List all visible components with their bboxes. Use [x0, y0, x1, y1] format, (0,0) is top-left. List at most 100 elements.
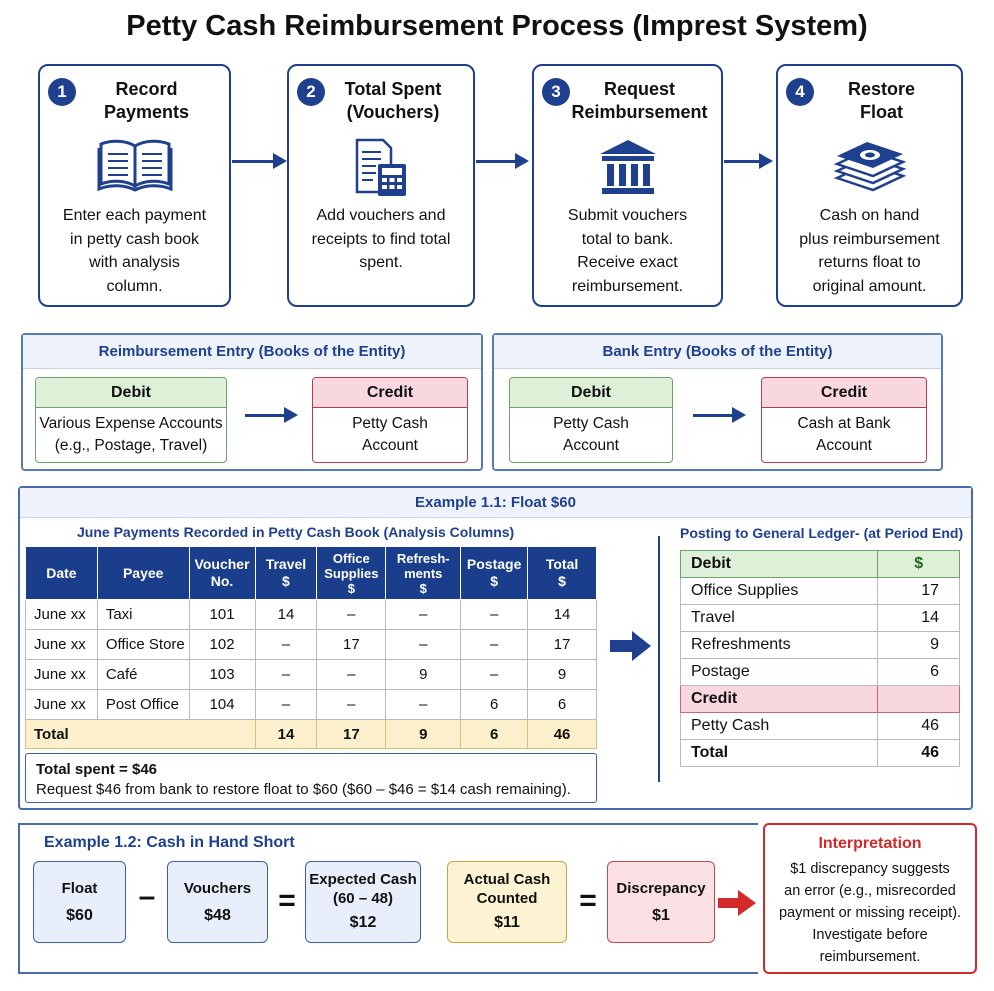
table-row: June xx Office Store 102 – 17 – – 17: [25, 629, 597, 660]
petty-cash-book-table: Date Payee Voucher No. Travel $ Office S…: [25, 546, 597, 749]
refreshments-cell: –: [385, 599, 462, 630]
voucher-cell: 103: [188, 659, 256, 690]
office-supplies-cell: –: [316, 659, 387, 690]
discrepancy-label: Discrepancy: [616, 880, 706, 897]
step-request-reimbursement: 3 Request Reimbursement Submit vouchers …: [532, 64, 723, 307]
column-header: Travel $: [254, 546, 318, 600]
total-label: Total: [25, 719, 256, 749]
total-cell: 17: [527, 629, 597, 660]
refreshments-cell: –: [385, 689, 462, 720]
petty-cash-book-title: June Payments Recorded in Petty Cash Boo…: [77, 524, 515, 540]
ledger-title: Posting to General Ledger- (at Period En…: [680, 525, 964, 541]
currency-label: $: [877, 550, 960, 578]
step-number-badge: 4: [786, 78, 814, 106]
summary-note: Total spent = $46 Request $46 from bank …: [25, 753, 597, 803]
date-cell: June xx: [25, 689, 98, 720]
voucher-cell: 102: [188, 629, 256, 660]
date-cell: June xx: [25, 599, 98, 630]
credit-account: Petty Cash Account: [352, 415, 428, 454]
total-amount: 46: [877, 739, 960, 767]
voucher-cell: 104: [188, 689, 256, 720]
panel-title: Reimbursement Entry (Books of the Entity…: [23, 335, 481, 369]
table-row: June xx Taxi 101 14 – – – 14: [25, 599, 597, 630]
step-record-payments: 1 Record Payments Enter each payment in …: [38, 64, 231, 307]
float-box: Float $60: [33, 861, 126, 943]
credit-account: Cash at Bank Account: [797, 415, 891, 454]
payee-cell: Taxi: [96, 599, 190, 630]
postage-cell: –: [460, 599, 529, 630]
office-supplies-cell: –: [316, 599, 387, 630]
account-name: Travel: [679, 604, 879, 632]
equals-operator: =: [278, 884, 296, 917]
open-book-icon: [40, 138, 229, 197]
payee-cell: Café: [96, 659, 190, 690]
postage-cell: –: [460, 629, 529, 660]
expected-cash-value: $12: [349, 914, 377, 931]
account-name: Postage: [679, 658, 879, 686]
discrepancy-value: $1: [652, 907, 670, 924]
ledger-credit-header: Credit: [679, 685, 960, 713]
float-value: $60: [66, 907, 93, 924]
total-cell: 9: [527, 659, 597, 690]
column-header: Payee: [96, 546, 190, 600]
account-name: Refreshments: [679, 631, 879, 659]
table-row: June xx Café 103 – – 9 – 9: [25, 659, 597, 690]
payee-cell: Post Office: [96, 689, 190, 720]
credit-box: Credit Cash at Bank Account: [761, 377, 927, 463]
voucher-cell: 101: [188, 599, 256, 630]
panel-title: Bank Entry (Books of the Entity): [494, 335, 941, 369]
vouchers-value: $48: [204, 907, 231, 924]
section-divider: [658, 536, 660, 782]
example-title: Example 1.2: Cash in Hand Short: [44, 834, 295, 851]
credit-box: Credit Petty Cash Account: [312, 377, 468, 463]
travel-cell: –: [254, 629, 318, 660]
amount: 17: [877, 577, 960, 605]
ledger-debit-header: Debit $: [679, 550, 960, 578]
request-text: Request $46 from bank to restore float t…: [36, 781, 571, 798]
column-header: Refresh- ments $: [385, 546, 462, 600]
table-total-row: Total 14 17 9 6 46: [25, 719, 597, 749]
discrepancy-box: Discrepancy $1: [607, 861, 715, 943]
arrow-to-interpretation-icon: [718, 888, 758, 923]
float-label: Float: [61, 880, 98, 897]
postage-cell: 6: [460, 689, 529, 720]
column-header: Date: [25, 546, 98, 600]
step-title: Total Spent (Vouchers): [344, 79, 442, 122]
column-header: Postage $: [460, 546, 529, 600]
step-title: Request Reimbursement: [571, 79, 708, 122]
account-name: Petty Cash: [679, 712, 879, 740]
interpretation-box: Interpretation $1 discrepancy suggests a…: [763, 823, 977, 974]
equals-operator: =: [579, 884, 597, 917]
travel-cell: 14: [254, 599, 318, 630]
step-number-badge: 2: [297, 78, 325, 106]
step-title: Record Payments: [103, 79, 190, 122]
date-cell: June xx: [25, 629, 98, 660]
bank-icon: [534, 138, 721, 201]
entry-arrow: [245, 407, 298, 423]
date-cell: June xx: [25, 659, 98, 690]
step-restore-float: 4 Restore Float Cash on hand plus reimbu…: [776, 64, 963, 307]
account-name: Office Supplies: [679, 577, 879, 605]
debit-box: Debit Various Expense Accounts (e.g., Po…: [35, 377, 227, 463]
debit-label: Debit: [510, 378, 672, 408]
debit-account: Petty Cash Account: [553, 415, 629, 454]
travel-cell: –: [254, 689, 318, 720]
arrow-to-ledger-icon: [610, 629, 652, 668]
amount: 9: [877, 631, 960, 659]
table-row: June xx Post Office 104 – – – 6 6: [25, 689, 597, 720]
expected-cash-box: Expected Cash (60 – 48) $12: [305, 861, 421, 943]
travel-cell: –: [254, 659, 318, 690]
column-header: Voucher No.: [188, 546, 256, 600]
flow-arrow: [724, 153, 773, 169]
flow-arrow: [232, 153, 287, 169]
column-header: Total $: [527, 546, 597, 600]
debit-account: Various Expense Accounts (e.g., Postage,…: [39, 415, 223, 454]
step-number-badge: 1: [48, 78, 76, 106]
credit-label: Credit: [679, 685, 879, 713]
debit-label: Debit: [36, 378, 226, 408]
actual-cash-label: Actual Cash Counted: [463, 871, 551, 907]
amount: 14: [877, 604, 960, 632]
